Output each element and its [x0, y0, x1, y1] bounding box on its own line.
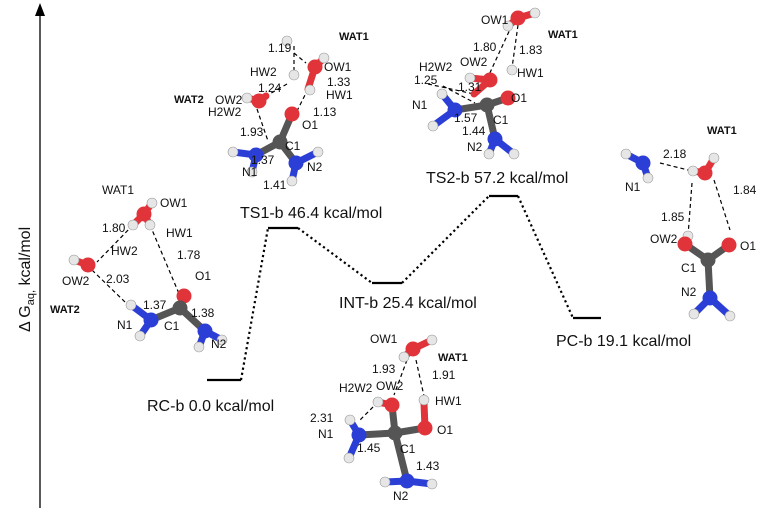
pc-dist: 2.18: [663, 147, 687, 161]
int-dist: 1.93: [372, 362, 396, 376]
ts2-dist: 1.83: [519, 43, 543, 57]
pc-wat1: WAT1: [707, 125, 737, 137]
energy-axis: Δ Gaq, kcal/mol: [17, 3, 45, 508]
rc-ow1: OW1: [160, 196, 188, 210]
structure-int: OW1 1.93 WAT1 1.91 H2W2 OW2 HW1 2.31 N1 …: [310, 332, 468, 503]
int-dist: 1.45: [357, 441, 381, 455]
ts1-dist: 1.13: [313, 105, 337, 119]
label-ts2: TS2-b 57.2 kcal/mol: [426, 170, 568, 187]
rc-ow2: OW2: [62, 274, 90, 288]
ts1-h2w2: H2W2: [208, 105, 242, 119]
int-dist: 1.91: [432, 368, 456, 382]
ts2-o1: O1: [511, 91, 527, 105]
ts2-ow1: OW1: [481, 13, 509, 27]
rc-o1: O1: [195, 269, 211, 283]
rc-dist: 2.03: [106, 272, 130, 286]
ts1-ow2: OW2: [215, 93, 243, 107]
structure-ts2: OW1 WAT1 1.80 1.83 H2W2 OW2 1.25 HW1 1.3…: [412, 7, 578, 160]
ts1-c1: C1: [285, 139, 301, 153]
ts1-n1: N1: [242, 165, 258, 179]
label-int: INT-b 25.4 kcal/mol: [339, 295, 477, 312]
label-pc: PC-b 19.1 kcal/mol: [556, 333, 691, 350]
int-ow2: OW2: [376, 379, 404, 393]
rc-wat2: WAT2: [50, 304, 80, 316]
rc-dist: 1.78: [177, 248, 201, 262]
ts2-dist: 1.44: [462, 124, 486, 138]
int-wat1: WAT1: [438, 352, 468, 364]
ts2-n2: N2: [467, 140, 483, 154]
axis-label: Δ Gaq, kcal/mol: [17, 227, 37, 332]
ts1-wat2: WAT2: [174, 94, 204, 106]
ts1-ow1: OW1: [324, 60, 352, 74]
rc-wat1: WAT1: [102, 183, 134, 197]
int-ow1: OW1: [370, 332, 398, 346]
pc-dist: 1.84: [733, 183, 757, 197]
pc-ow2: OW2: [650, 232, 678, 246]
label-ts1: TS1-b 46.4 kcal/mol: [240, 205, 382, 222]
ts2-hw1: HW1: [517, 66, 544, 80]
pc-o1: O1: [740, 239, 756, 253]
rc-n1: N1: [117, 318, 133, 332]
int-n2: N2: [393, 489, 409, 503]
ts2-dist: 1.57: [454, 111, 478, 125]
ts2-h2w2: H2W2: [419, 60, 453, 74]
rc-dist: 1.38: [191, 306, 215, 320]
rc-hw1: HW1: [166, 226, 193, 240]
int-h2w2: H2W2: [339, 381, 373, 395]
ts2-dist: 1.25: [414, 73, 438, 87]
ts1-hw2: HW2: [250, 65, 277, 79]
ts2-n1: N1: [412, 98, 428, 112]
int-dist: 1.43: [416, 459, 440, 473]
int-n1: N1: [318, 427, 334, 441]
ts2-c1: C1: [493, 113, 509, 127]
ts1-dist: 1.93: [240, 125, 264, 139]
ts2-wat1: WAT1: [548, 29, 578, 41]
ts1-dist: 1.24: [258, 81, 282, 95]
pc-n2: N2: [681, 285, 697, 299]
rc-dist: 1.37: [143, 298, 167, 312]
pc-n1: N1: [625, 180, 641, 194]
rc-dist: 1.80: [102, 221, 126, 235]
connectors: [239, 195, 575, 381]
ts2-dist: 1.80: [473, 40, 497, 54]
ts2-dist: 1.31: [458, 80, 482, 94]
int-dist: 2.31: [310, 411, 334, 425]
ts1-dist: 1.19: [268, 41, 292, 55]
int-o1: O1: [437, 423, 453, 437]
ts1-wat1: WAT1: [339, 31, 369, 43]
structure-rc: WAT1 OW1 1.80 HW2 HW1 1.78 OW2 2.03 O1 W…: [50, 183, 228, 353]
structure-ts1: 1.19 WAT1 OW1 HW2 1.33 1.24 HW1 WAT2 OW2…: [174, 31, 369, 192]
ts1-hw1: HW1: [326, 88, 353, 102]
rc-hw2: HW2: [111, 244, 138, 258]
structure-pc: WAT1 2.18 N1 1.84 1.85 OW2 O1 C1 N2: [620, 125, 757, 322]
ts1-dist: 1.41: [263, 178, 287, 192]
ts1-o1: O1: [302, 118, 318, 132]
rc-c1: C1: [164, 319, 180, 333]
energy-levels: [207, 194, 601, 382]
rc-n2: N2: [211, 337, 227, 351]
ts1-n2: N2: [307, 160, 323, 174]
ts1-dist: 1.33: [327, 75, 351, 89]
pc-dist: 1.85: [661, 210, 685, 224]
label-rc: RC-b 0.0 kcal/mol: [147, 398, 274, 415]
ts1-dist: 1.37: [251, 153, 275, 167]
int-c1: C1: [400, 442, 416, 456]
pc-c1: C1: [681, 261, 697, 275]
int-hw1: HW1: [435, 394, 462, 408]
ts2-ow2: OW2: [460, 55, 488, 69]
